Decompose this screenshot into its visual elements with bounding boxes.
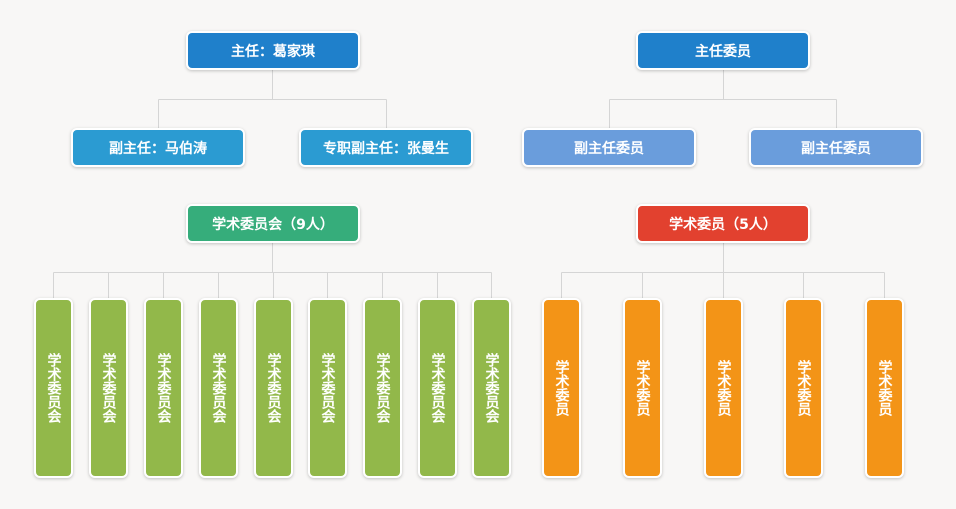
academic-committee-node[interactable]: 学术委员会（9人）: [186, 204, 360, 243]
member-node[interactable]: 学术委员会: [144, 298, 183, 478]
member-node[interactable]: 学术委员会: [308, 298, 347, 478]
director-label: 主任：葛家琪: [231, 43, 315, 60]
member-node[interactable]: 学术委员: [623, 298, 662, 478]
member-node[interactable]: 学术委员会: [363, 298, 402, 478]
member-label: 学术委员会: [210, 353, 227, 423]
deputy-director-node[interactable]: 副主任：马伯涛: [71, 128, 245, 167]
member-label: 学术委员: [553, 360, 570, 416]
full-time-deputy-director-label: 专职副主任：张曼生: [323, 140, 449, 157]
member-label: 学术委员: [876, 360, 893, 416]
member-label: 学术委员会: [429, 353, 446, 423]
member-label: 学术委员会: [45, 353, 62, 423]
member-node[interactable]: 学术委员: [542, 298, 581, 478]
member-node[interactable]: 学术委员: [704, 298, 743, 478]
member-label: 学术委员会: [483, 353, 500, 423]
member-label: 学术委员: [634, 360, 651, 416]
member-node[interactable]: 学术委员会: [34, 298, 73, 478]
member-node[interactable]: 学术委员会: [254, 298, 293, 478]
member-label: 学术委员: [795, 360, 812, 416]
member-node[interactable]: 学术委员会: [418, 298, 457, 478]
deputy-director-label: 副主任：马伯涛: [109, 140, 207, 157]
member-node[interactable]: 学术委员: [865, 298, 904, 478]
academic-members-node[interactable]: 学术委员（5人）: [636, 204, 810, 243]
member-label: 学术委员会: [155, 353, 172, 423]
member-node[interactable]: 学术委员会: [199, 298, 238, 478]
academic-members-label: 学术委员（5人）: [669, 216, 777, 233]
vice-chair-member-label: 副主任委员: [801, 140, 871, 157]
chair-member-label: 主任委员: [695, 43, 751, 60]
member-label: 学术委员会: [100, 353, 117, 423]
connector: [158, 70, 387, 128]
member-label: 学术委员会: [374, 353, 391, 423]
chair-member-node[interactable]: 主任委员: [636, 31, 810, 70]
member-node[interactable]: 学术委员: [784, 298, 823, 478]
member-label: 学术委员会: [319, 353, 336, 423]
director-node[interactable]: 主任：葛家琪: [186, 31, 360, 70]
member-label: 学术委员: [715, 360, 732, 416]
connector: [561, 243, 885, 298]
member-node[interactable]: 学术委员会: [472, 298, 511, 478]
academic-committee-label: 学术委员会（9人）: [212, 216, 334, 233]
vice-chair-member-node[interactable]: 副主任委员: [522, 128, 696, 167]
vice-chair-member-node[interactable]: 副主任委员: [749, 128, 923, 167]
connector: [53, 243, 492, 298]
vice-chair-member-label: 副主任委员: [574, 140, 644, 157]
connector: [609, 70, 837, 128]
member-label: 学术委员会: [265, 353, 282, 423]
member-node[interactable]: 学术委员会: [89, 298, 128, 478]
full-time-deputy-director-node[interactable]: 专职副主任：张曼生: [299, 128, 473, 167]
